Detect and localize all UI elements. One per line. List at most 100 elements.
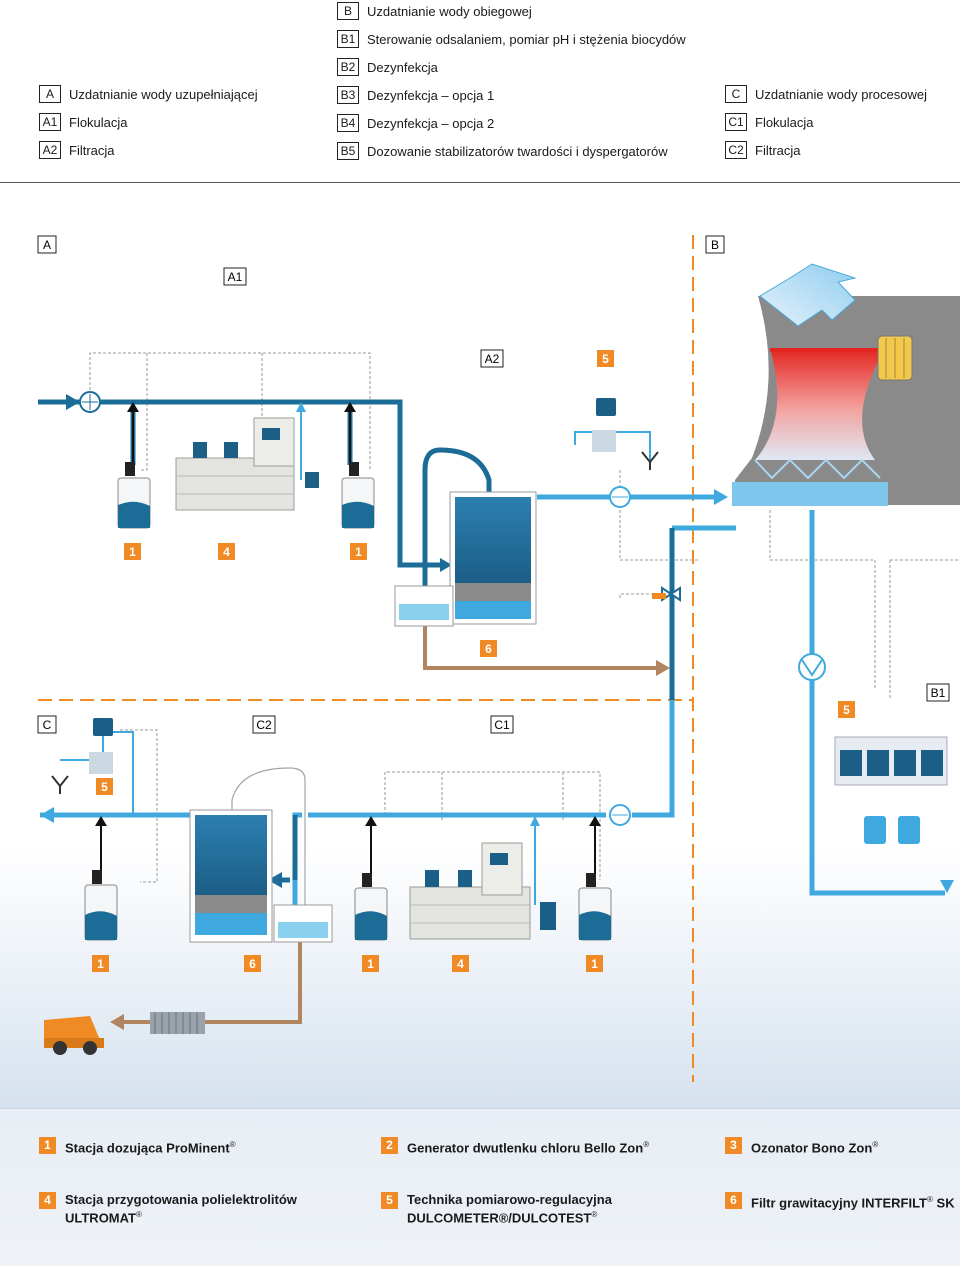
sludge-lines: [122, 625, 658, 1024]
header-row-a2: A2 Filtracja: [39, 139, 115, 161]
ultromat-station-icon: [175, 417, 319, 511]
dosing-tank-icon: [341, 462, 375, 529]
legend-number: 4: [39, 1192, 56, 1209]
legend-item-2: 2 Generator dwutlenku chloru Bello Zon®: [381, 1137, 649, 1155]
header-row-b4: B4 Dezynfekcja – opcja 2: [337, 112, 494, 134]
filter-press-icon: [150, 1012, 205, 1034]
key-badge: A2: [39, 141, 61, 159]
legend-number: 2: [381, 1137, 398, 1154]
diagram-numbers: 1 4 1 5 6 5 5 1 6 1 4 1: [92, 350, 855, 972]
key-label: Uzdatnianie wody obiegowej: [367, 3, 532, 19]
section-label-c1: C1: [490, 715, 514, 734]
svg-text:A: A: [43, 238, 51, 252]
svg-text:A1: A1: [228, 270, 243, 284]
section-label-a2: A2: [480, 349, 504, 368]
key-label: Uzdatnianie wody uzupełniającej: [69, 86, 258, 102]
section-label-b: B: [705, 235, 725, 254]
number-badge: 6: [480, 640, 497, 657]
legend-item-1: 1 Stacja dozująca ProMinent®: [39, 1137, 236, 1155]
dosing-tank-icon: [354, 873, 388, 941]
key-badge: B2: [337, 58, 359, 76]
header-row-b1: B1 Sterowanie odsalaniem, pomiar pH i st…: [337, 28, 686, 50]
header-row-a1: A1 Flokulacja: [39, 111, 128, 133]
flow-meter-icon: [79, 391, 101, 413]
key-badge: B: [337, 2, 359, 20]
controller-icon: [89, 718, 113, 774]
dosing-up-arrow: [296, 402, 306, 412]
section-label-b1: B1: [926, 683, 950, 702]
gravity-filter-icon: [189, 809, 333, 943]
dosing-up-arrow: [127, 402, 139, 412]
controller-icon: [592, 398, 616, 452]
key-label: Flokulacja: [69, 114, 128, 130]
svg-text:1: 1: [591, 957, 598, 971]
svg-text:1: 1: [97, 957, 104, 971]
key-badge: A1: [39, 113, 61, 131]
svg-text:A2: A2: [485, 352, 500, 366]
legend-text: Ozonator Bono Zon®: [751, 1140, 879, 1156]
number-badge: 1: [124, 543, 141, 560]
legend-text: Generator dwutlenku chloru Bello Zon®: [407, 1140, 650, 1156]
number-badge: 1: [350, 543, 367, 560]
svg-text:4: 4: [457, 957, 464, 971]
key-label: Filtracja: [755, 142, 801, 158]
number-badge: 5: [838, 701, 855, 718]
ultromat-station-icon: [409, 842, 556, 940]
pump-icon: [798, 653, 826, 681]
key-label: Dezynfekcja: [367, 59, 438, 75]
svg-text:1: 1: [367, 957, 374, 971]
number-badge: 6: [244, 955, 261, 972]
flow-meter-icon: [609, 804, 631, 826]
header-row-a: A Uzdatnianie wody uzupełniającej: [39, 83, 258, 105]
svg-text:B1: B1: [931, 686, 946, 700]
dosing-tank-icon: [84, 870, 118, 941]
legend-item-6: 6 Filtr grawitacyjny INTERFILT® SK: [725, 1192, 955, 1210]
number-badge: 4: [218, 543, 235, 560]
header-row-c2: C2 Filtracja: [725, 139, 801, 161]
svg-text:4: 4: [223, 545, 230, 559]
key-label: Filtracja: [69, 142, 115, 158]
key-label: Uzdatnianie wody procesowej: [755, 86, 927, 102]
key-label: Dezynfekcja – opcja 1: [367, 87, 495, 103]
key-badge: C2: [725, 141, 747, 159]
legend-band: [0, 1108, 960, 1266]
svg-text:1: 1: [355, 545, 362, 559]
dump-truck-icon: [44, 1016, 104, 1055]
make-up-inlet-arrow: [66, 394, 80, 410]
svg-text:6: 6: [485, 642, 492, 656]
key-label: Flokulacja: [755, 114, 814, 130]
svg-text:5: 5: [843, 703, 850, 717]
section-label-a1: A1: [223, 267, 247, 286]
legend-number: 3: [725, 1137, 742, 1154]
header-row-b3: B3 Dezynfekcja – opcja 1: [337, 84, 494, 106]
legend-text: Filtr grawitacyjny INTERFILT® SK: [751, 1195, 955, 1211]
key-badge: C1: [725, 113, 747, 131]
number-badge: 5: [597, 350, 614, 367]
header-divider: [0, 182, 960, 183]
key-badge: B5: [337, 142, 359, 160]
svg-text:5: 5: [101, 780, 108, 794]
svg-text:C1: C1: [494, 718, 510, 732]
key-badge: B1: [337, 30, 359, 48]
header-row-b5: B5 Dozowanie stabilizatorów twardości i …: [337, 140, 668, 162]
legend-number: 1: [39, 1137, 56, 1154]
legend-number: 6: [725, 1192, 742, 1209]
key-badge: A: [39, 85, 61, 103]
key-badge: C: [725, 85, 747, 103]
section-label-a: A: [37, 235, 57, 254]
section-label-c2: C2: [252, 715, 276, 734]
valve-icon: [652, 586, 681, 602]
header-row-c1: C1 Flokulacja: [725, 111, 814, 133]
header-row-b: B Uzdatnianie wody obiegowej: [337, 0, 532, 22]
flow-meter-icon: [609, 486, 631, 508]
key-label: Dezynfekcja – opcja 2: [367, 115, 495, 131]
svg-text:B: B: [711, 238, 719, 252]
number-badge: 1: [92, 955, 109, 972]
controller-icon: [834, 736, 948, 844]
number-badge: 1: [586, 955, 603, 972]
key-badge: B3: [337, 86, 359, 104]
key-label: Dozowanie stabilizatorów twardości i dys…: [367, 143, 668, 159]
svg-text:C2: C2: [256, 718, 272, 732]
legend-number: 5: [381, 1192, 398, 1209]
